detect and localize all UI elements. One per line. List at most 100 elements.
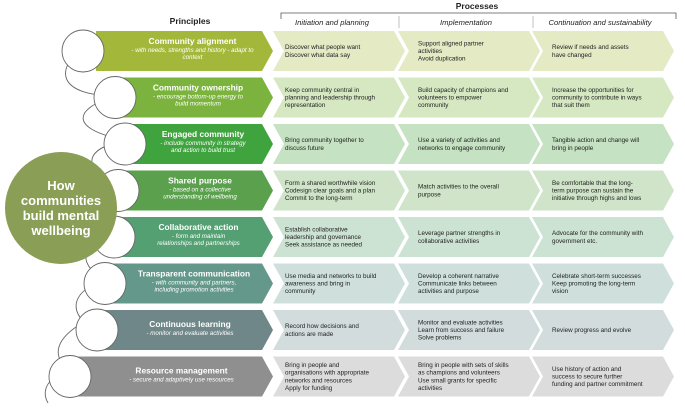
principle-subtitle: understanding of wellbeing <box>163 194 237 201</box>
principle-subtitle: - with community and partners, <box>152 280 237 287</box>
principle-row: Transparent communication- with communit… <box>83 262 674 305</box>
principle-circle <box>83 262 127 305</box>
principle-title: Collaborative action <box>158 222 238 232</box>
principle-circle <box>75 308 119 352</box>
principle-subtitle: context <box>183 54 203 61</box>
process-cell <box>273 31 405 71</box>
column-header-initiation: Initiation and planning <box>295 18 370 27</box>
process-cell-text: initiative through highs and lows <box>552 195 641 202</box>
process-cell-text: vision <box>552 288 569 295</box>
process-cell-text: Develop a coherent narrative <box>418 273 499 280</box>
process-cell-text: activities <box>418 48 442 55</box>
process-cell-text: Apply for funding <box>285 385 333 392</box>
process-cell-text: Record how decisions and <box>285 323 359 330</box>
processes-bracket <box>280 12 677 19</box>
principle-subtitle: - monitor and evaluate activities <box>146 330 233 337</box>
process-cell-text: Commit to the long-term <box>285 195 353 202</box>
principle-subtitle: - with needs, strengths and history - ad… <box>131 47 254 54</box>
principle-subtitle: and action to build trust <box>171 147 235 154</box>
process-cell-text: Build capacity of champions and <box>418 87 509 94</box>
process-cell <box>273 356 405 397</box>
process-cell-text: government etc. <box>552 238 597 245</box>
principle-row: Engaged community- include community in … <box>103 122 674 166</box>
principle-row: Community ownership- encourage bottom-up… <box>93 76 674 119</box>
principle-arrow <box>91 310 273 350</box>
process-cell-text: term purpose can sustain the <box>552 188 634 195</box>
process-cell-text: Use history of action and <box>552 366 622 373</box>
principle-title: Transparent communication <box>138 269 250 279</box>
process-cell-text: have changed <box>552 52 592 59</box>
process-cell-text: success to secure further <box>552 374 622 381</box>
principle-subtitle: - encourage bottom-up energy to <box>153 94 244 101</box>
processes-header: Processes <box>456 1 499 11</box>
principles-header: Principles <box>170 16 211 26</box>
process-cell-text: Bring community together to <box>285 137 364 144</box>
process-cell-text: as champions and volunteers <box>418 370 500 377</box>
process-cell <box>398 124 540 164</box>
column-header-continuation: Continuation and sustainability <box>548 18 652 27</box>
process-cell <box>398 356 540 397</box>
principle-arrow <box>108 217 273 257</box>
process-cell-text: Codesign clear goals and a plan <box>285 188 375 195</box>
process-cell-text: Communicate links between <box>418 281 497 288</box>
process-cell-text: funding and partner commitment <box>552 381 643 388</box>
principle-subtitle: - include community in strategy <box>160 140 246 147</box>
process-cell <box>398 77 540 118</box>
process-cell-text: Monitor and evaluate activities <box>418 319 503 326</box>
principle-title: Resource management <box>135 366 227 376</box>
process-cell-text: Use small grants for specific <box>418 377 497 384</box>
process-cell-text: Seek assistance as needed <box>285 242 363 249</box>
process-cell-text: Advocate for the community with <box>552 230 643 237</box>
process-cell-text: Increase the opportunities for <box>552 87 634 94</box>
process-cell <box>273 77 405 118</box>
process-cell-text: Celebrate short-term successes <box>552 273 641 280</box>
process-cell <box>273 217 405 257</box>
principle-row: Continuous learning- monitor and evaluat… <box>75 308 674 352</box>
process-cell-text: Form a shared worthwhile vision <box>285 180 376 187</box>
process-cell-text: Tangible action and change will <box>552 137 639 144</box>
process-cell <box>532 217 674 257</box>
principle-title: Shared purpose <box>168 176 232 186</box>
principle-row: Shared purpose- based on a collectiveund… <box>96 169 674 212</box>
principle-subtitle: - based on a collective <box>169 187 231 194</box>
center-circle <box>5 152 117 264</box>
principle-title: Community ownership <box>153 83 243 93</box>
principle-subtitle: relationships and partnerships <box>157 240 240 247</box>
process-cell-text: Be comfortable that the long- <box>552 180 633 187</box>
process-cell-text: Match activities to the overall <box>418 184 499 191</box>
center-line-1: How <box>47 178 75 193</box>
process-cell-text: Bring in people with sets of skills <box>418 362 509 369</box>
column-header-implementation: Implementation <box>440 18 492 27</box>
process-cell-text: Review progress and evolve <box>552 327 632 334</box>
process-cell <box>273 170 405 211</box>
process-cell-text: community <box>285 288 316 295</box>
principle-arrow <box>99 263 273 304</box>
principle-arrow <box>117 124 273 164</box>
process-cell <box>532 77 674 118</box>
process-cell-text: Review if needs and assets <box>552 44 629 51</box>
process-cell <box>398 263 540 304</box>
process-cell-text: purpose <box>418 191 441 198</box>
process-cell-text: Avoid duplication <box>418 56 466 63</box>
process-cell-text: leadership and governance <box>285 234 361 241</box>
process-cell <box>532 124 674 164</box>
center-line-2: communities <box>21 193 101 208</box>
process-cell <box>398 217 540 257</box>
principle-row: Resource management- secure and adaptive… <box>48 355 674 398</box>
process-cell-text: Keep promoting the long-term <box>552 281 635 288</box>
principle-arrow <box>96 31 273 71</box>
process-cell-text: community <box>418 102 449 109</box>
process-cell <box>532 263 674 304</box>
process-cell-text: Establish collaborative <box>285 226 348 233</box>
process-cell-text: Solve problems <box>418 335 461 342</box>
principle-arrow <box>74 356 273 397</box>
process-cell-text: volunteers to empower <box>418 95 482 102</box>
process-cell <box>532 31 674 71</box>
principle-subtitle: - secure and adaptively use resources <box>129 377 234 384</box>
process-cell-text: collaborative activities <box>418 238 479 245</box>
process-cell-text: networks and resources <box>285 377 352 384</box>
process-cell-text: discuss future <box>285 145 324 152</box>
principle-arrow <box>107 77 273 118</box>
process-cell-text: networks to engage community <box>418 145 506 152</box>
